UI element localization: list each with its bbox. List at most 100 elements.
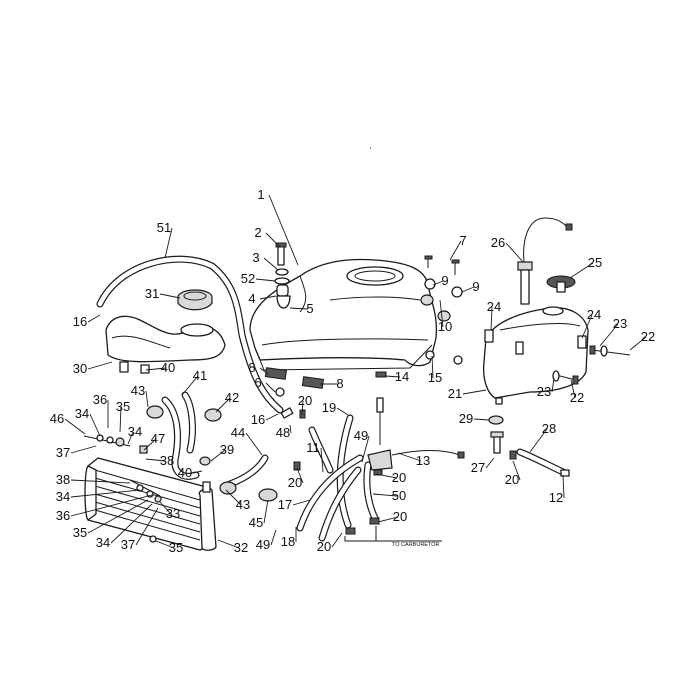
callout-number: 29 <box>459 411 473 426</box>
callout-leader <box>270 529 277 546</box>
callout-19: 19 <box>322 400 349 416</box>
callout-number: 1 <box>257 187 264 202</box>
callout-number: 31 <box>145 286 159 301</box>
callout-number: 10 <box>438 319 452 334</box>
callout-leader <box>296 467 304 484</box>
callout-28: 28 <box>529 421 556 453</box>
callout-number: 7 <box>459 233 466 248</box>
callout-leader <box>245 432 263 456</box>
callout-number: 44 <box>231 425 245 440</box>
fasteners-center <box>293 371 387 535</box>
callout-leader <box>265 232 281 248</box>
callout-leader <box>320 447 324 473</box>
callout-27: 27 <box>471 457 495 475</box>
callout-number: 5 <box>306 301 313 316</box>
callout-leader <box>431 355 434 379</box>
callout-leader <box>89 413 101 437</box>
callout-50: 50 <box>372 488 406 503</box>
callout-32: 32 <box>217 539 248 555</box>
callout-number: 3 <box>252 250 259 265</box>
callout-39: 39 <box>210 442 234 462</box>
callout-leader <box>255 278 276 282</box>
callout-number: 18 <box>281 534 295 549</box>
callout-29: 29 <box>459 411 490 426</box>
callout-number: 14 <box>395 369 409 384</box>
callout-number: 9 <box>472 279 479 294</box>
callout-number: 34 <box>75 406 89 421</box>
clamps <box>139 405 278 543</box>
callout-leader <box>570 379 576 399</box>
callout-leader <box>461 286 475 293</box>
callout-13: 13 <box>397 452 430 468</box>
callout-42: 42 <box>215 390 239 413</box>
callout-leader <box>159 501 172 515</box>
drain-assembly <box>488 415 570 477</box>
callout-leader <box>164 227 173 259</box>
reservoir-tank <box>482 306 589 405</box>
callout-leader <box>449 240 462 261</box>
callout-leader <box>505 242 524 263</box>
callout-8: 8 <box>320 376 344 391</box>
callout-number: 12 <box>549 490 563 505</box>
radiator <box>84 457 217 551</box>
callout-9: 9 <box>461 279 480 294</box>
callout-leader <box>473 418 490 421</box>
callout-leader <box>135 507 159 546</box>
callout-leader <box>361 435 370 463</box>
callout-52: 52 <box>241 271 276 286</box>
callout-49: 49 <box>354 428 370 463</box>
callout-number: 45 <box>249 515 263 530</box>
callout-leader <box>432 280 444 286</box>
callout-number: 9 <box>441 273 448 288</box>
callout-23: 23 <box>537 377 555 399</box>
callout-leader <box>331 532 343 548</box>
callout-number: 20 <box>288 475 302 490</box>
callout-leader <box>87 499 149 534</box>
callout-leader <box>263 499 269 524</box>
callout-number: 46 <box>50 411 64 426</box>
callout-number: 38 <box>160 453 174 468</box>
callout-number: 37 <box>121 537 135 552</box>
callout-leader <box>439 299 444 328</box>
callout-number: 35 <box>73 525 87 540</box>
callout-15: 15 <box>428 355 442 385</box>
callout-number: 37 <box>56 445 70 460</box>
callout-leader <box>292 499 311 506</box>
callout-leader <box>512 460 521 481</box>
callout-number: 16 <box>251 412 265 427</box>
callout-49: 49 <box>256 529 277 552</box>
callout-number: 43 <box>236 497 250 512</box>
callout-20: 20 <box>375 470 406 485</box>
callout-48: 48 <box>276 424 292 440</box>
callout-leader <box>289 307 309 310</box>
callout-number: 35 <box>116 399 130 414</box>
callout-leader <box>462 389 487 395</box>
callout-leader <box>629 336 647 351</box>
callout-number: 39 <box>220 442 234 457</box>
fuel-cock <box>367 397 465 471</box>
callout-number: 20 <box>392 470 406 485</box>
callout-leader <box>485 457 495 469</box>
callout-number: 15 <box>428 370 442 385</box>
callout-number: 42 <box>225 390 239 405</box>
callout-12: 12 <box>549 474 565 505</box>
callout-number: 49 <box>256 537 270 552</box>
callout-leader <box>225 489 242 506</box>
callout-34: 34 <box>75 406 101 437</box>
callout-24: 24 <box>581 307 601 339</box>
callout-leader <box>268 194 299 266</box>
callout-23: 23 <box>599 316 627 347</box>
callout-26: 26 <box>491 235 524 263</box>
callout-number: 43 <box>131 383 145 398</box>
callout-38: 38 <box>145 453 174 468</box>
expansion-tank <box>105 315 226 373</box>
callout-22: 22 <box>629 329 655 351</box>
small-couplings <box>280 407 306 419</box>
callout-34: 34 <box>127 424 142 445</box>
callout-number: 24 <box>587 307 601 322</box>
callout-number: 32 <box>234 540 248 555</box>
callout-leader <box>87 314 101 323</box>
level-sender <box>517 217 573 305</box>
callout-37: 37 <box>121 507 159 552</box>
callout-number: 22 <box>641 329 655 344</box>
